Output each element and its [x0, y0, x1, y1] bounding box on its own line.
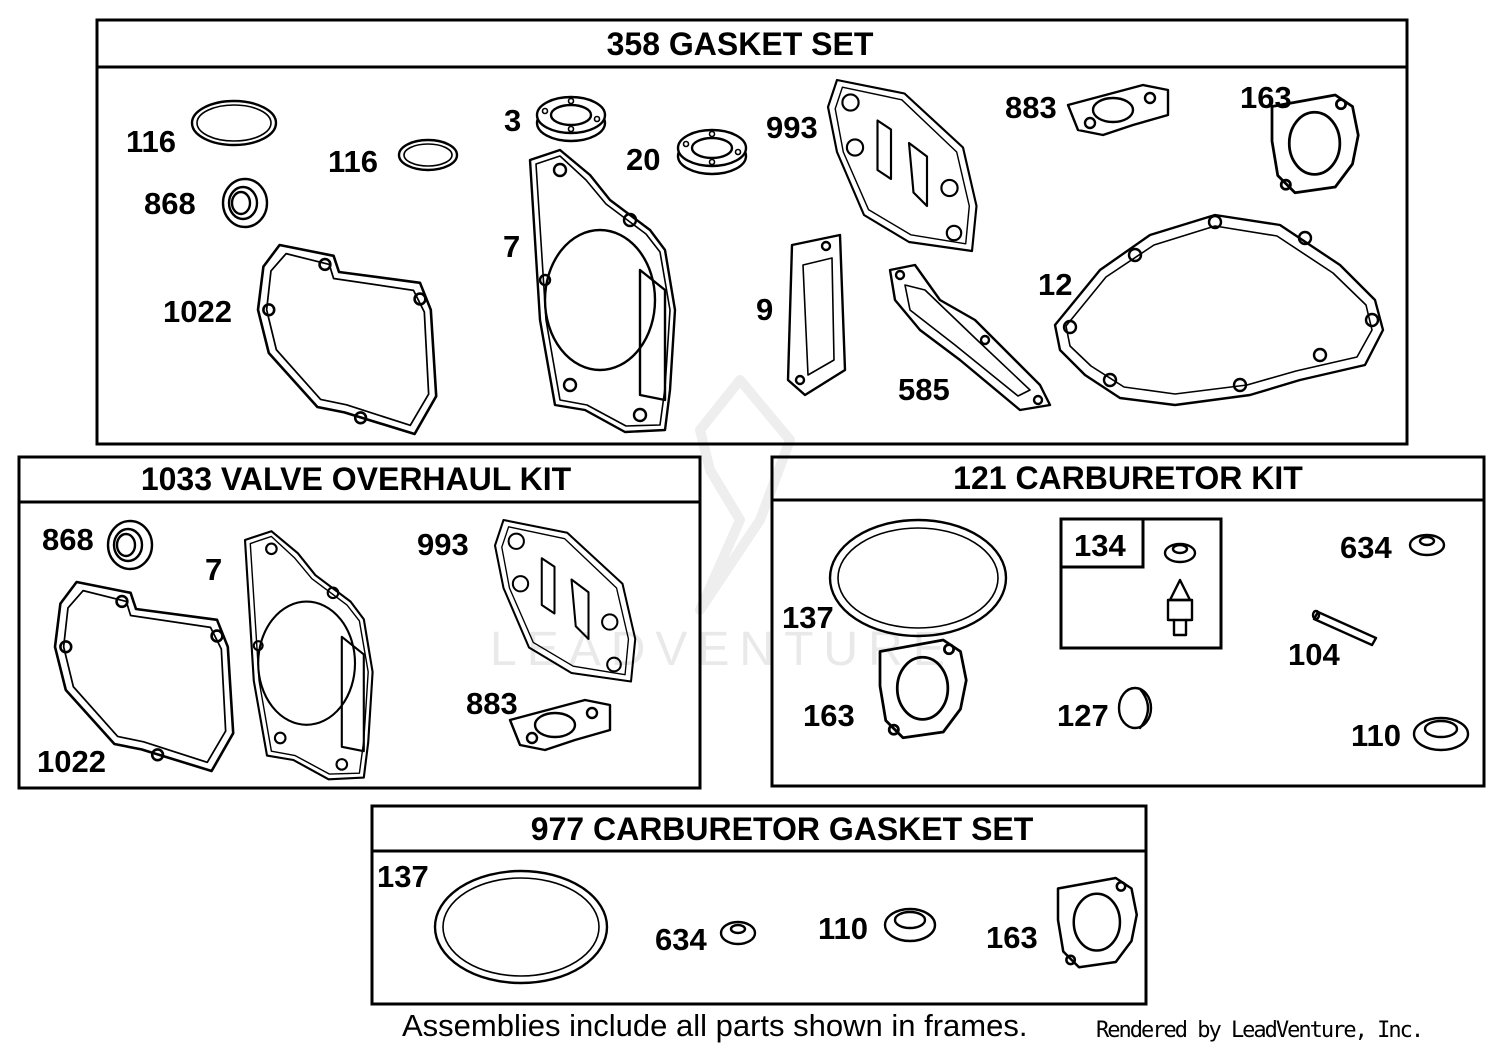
- callout-134: 134: [1074, 528, 1126, 563]
- rendered-by: Rendered by LeadVenture, Inc.: [1096, 1018, 1424, 1043]
- callouts-gasket-set: 116 116 868 1022 3 20 7 993 9 585 883 16…: [126, 80, 1292, 407]
- watermark: LEADVENTURE: [490, 375, 955, 676]
- panel-title-gasket-set: 358 GASKET SET: [607, 26, 874, 62]
- carb-kit-parts: [828, 518, 1470, 752]
- breather-gasket-9: [786, 233, 847, 397]
- callout-163: 163: [803, 698, 855, 733]
- float-bowl-gasket-137: [433, 869, 609, 985]
- panel-valve-overhaul-kit: 1033 VALVE OVERHAUL KIT 868 7 993 1022 8…: [17, 455, 702, 790]
- float-bowl-gasket-137: [828, 518, 1008, 638]
- panel-gasket-set: 358 GASKET SET 116 116 868 1022 3 20 7 9…: [95, 18, 1409, 446]
- callout-9: 9: [756, 292, 773, 327]
- callout-634: 634: [655, 922, 707, 957]
- oil-seal-868: [221, 177, 269, 229]
- panel-carburetor-kit: 121 CARBURETOR KIT 134 137 634 104 163 1…: [770, 455, 1486, 788]
- panel-title-carb-gasket-set: 977 CARBURETOR GASKET SET: [531, 811, 1034, 847]
- callout-7: 7: [205, 552, 222, 587]
- washer-110: [1412, 716, 1470, 752]
- washer-110: [883, 907, 937, 943]
- callout-993: 993: [417, 527, 469, 562]
- callout-163: 163: [1240, 80, 1292, 115]
- gasket-585: [888, 263, 1052, 412]
- intake-gasket-883: [508, 698, 612, 752]
- callout-883: 883: [466, 686, 518, 721]
- callout-1022: 1022: [37, 744, 106, 779]
- head-gasket-7: [528, 148, 677, 434]
- callout-137: 137: [377, 859, 429, 894]
- callout-868: 868: [42, 522, 94, 557]
- carb-gasket-163: [1056, 876, 1139, 969]
- callout-7: 7: [503, 229, 520, 264]
- callouts-valve-kit: 868 7 993 1022 883: [37, 522, 518, 779]
- valve-cover-gasket-1022: [53, 580, 235, 773]
- sub-kit-box-134: 134: [1059, 517, 1223, 650]
- callout-116: 116: [126, 124, 176, 159]
- o-ring-116-large: [190, 99, 278, 147]
- washer-634: [719, 920, 757, 946]
- rocker-gasket-993: [826, 78, 978, 253]
- carb-gasket-set-parts: [433, 869, 1139, 985]
- callout-993: 993: [766, 110, 818, 145]
- head-gasket-7: [243, 530, 374, 781]
- callout-110: 110: [1351, 718, 1401, 753]
- washer-634: [1408, 533, 1446, 557]
- callout-3: 3: [504, 103, 521, 138]
- callout-868: 868: [144, 186, 196, 221]
- callout-127: 127: [1057, 698, 1109, 733]
- gasket-set-parts: [190, 78, 1385, 436]
- needle-seat: [1163, 542, 1197, 564]
- callout-104: 104: [1288, 637, 1340, 672]
- callout-137: 137: [782, 600, 834, 635]
- seal-3: [535, 95, 607, 143]
- sump-gasket-12: [1053, 213, 1385, 407]
- panel-carburetor-gasket-set: 977 CARBURETOR GASKET SET 137 634 110 16…: [370, 804, 1148, 1006]
- footer-note: Assemblies include all parts shown in fr…: [402, 1008, 1028, 1043]
- callout-116: 116: [328, 144, 378, 179]
- callouts-carb-kit: 137 634 104 163 127 110: [782, 530, 1401, 753]
- seal-20: [676, 128, 748, 176]
- callout-163: 163: [986, 920, 1038, 955]
- callout-883: 883: [1005, 90, 1057, 125]
- valve-cover-gasket-1022: [256, 243, 438, 436]
- callouts-carb-gasket-set: 137 634 110 163: [377, 859, 1038, 957]
- callout-585: 585: [898, 372, 950, 407]
- intake-gasket-883: [1066, 83, 1170, 137]
- callout-1022: 1022: [163, 294, 232, 329]
- pin-104: [1311, 609, 1378, 647]
- panel-title-valve-kit: 1033 VALVE OVERHAUL KIT: [141, 461, 572, 497]
- o-ring-116-small: [397, 138, 459, 172]
- welch-plug-127: [1117, 686, 1153, 730]
- callout-110: 110: [818, 911, 868, 946]
- watermark-text: LEADVENTURE: [490, 623, 955, 676]
- callout-20: 20: [626, 142, 660, 177]
- oil-seal-868: [106, 519, 154, 571]
- panel-title-carb-kit: 121 CARBURETOR KIT: [953, 460, 1303, 496]
- callout-634: 634: [1340, 530, 1392, 565]
- inlet-needle: [1166, 578, 1194, 637]
- callout-12: 12: [1038, 267, 1072, 302]
